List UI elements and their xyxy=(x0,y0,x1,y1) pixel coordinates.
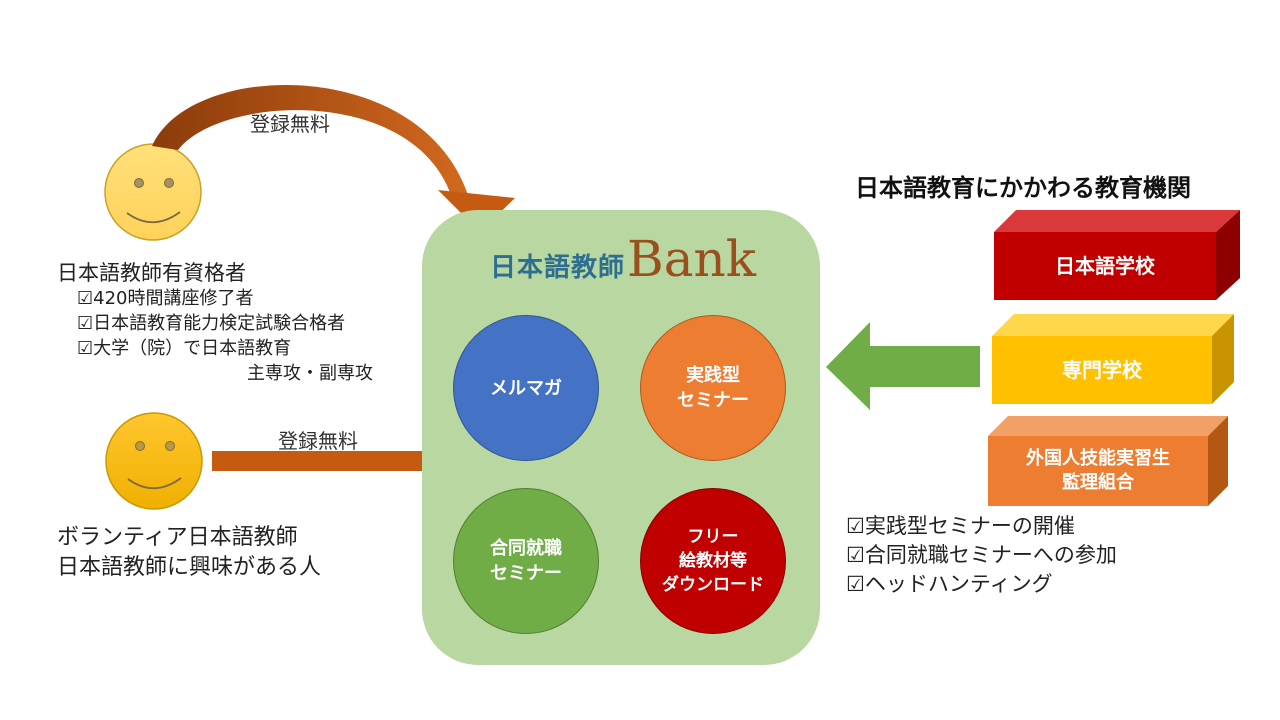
qualified-teachers-title: 日本語教師有資格者 xyxy=(57,261,246,285)
right-arrow-icon xyxy=(212,438,456,484)
qualification-list: ☑420時間講座修了者 ☑日本語教育能力検定試験合格者 ☑大学（院）で日本語教育… xyxy=(77,286,373,386)
volunteer-line: ボランティア日本語教師 xyxy=(57,525,298,550)
qualification-item: ☑大学（院）で日本語教育 xyxy=(77,338,292,359)
service-circle-practical-seminar: 実践型 セミナー xyxy=(640,315,786,461)
institution-label: 専門学校 xyxy=(1062,358,1142,382)
bank-title: 日本語教師 Bank xyxy=(438,230,808,294)
smiley-face-icon xyxy=(105,412,203,510)
qualification-item: 主専攻・副専攻 xyxy=(247,363,373,384)
arrow-label-free-registration: 登録無料 xyxy=(278,429,358,453)
service-circle-free-download: フリー 絵教材等 ダウンロード xyxy=(640,488,786,634)
bank-title-en: Bank xyxy=(626,230,757,288)
service-item: ☑実践型セミナーの開催 xyxy=(846,514,1075,538)
qualification-item: ☑420時間講座修了者 xyxy=(77,288,254,309)
box-japanese-school xyxy=(994,210,1240,300)
service-item: ☑合同就職セミナーへの参加 xyxy=(846,543,1117,567)
service-item: ☑ヘッドハンティング xyxy=(846,572,1053,596)
qualification-item: ☑日本語教育能力検定試験合格者 xyxy=(77,313,346,334)
volunteer-block: ボランティア日本語教師 日本語教師に興味がある人 xyxy=(57,523,321,583)
institution-label: 日本語学校 xyxy=(1055,254,1155,278)
service-circle-newsletter: メルマガ xyxy=(453,315,599,461)
box-vocational-school xyxy=(992,314,1234,404)
arrow-label-free-registration: 登録無料 xyxy=(250,112,330,136)
curved-arrow-icon xyxy=(152,84,515,232)
institutions-heading: 日本語教育にかかわる教育機関 xyxy=(855,173,1191,202)
left-arrow-icon xyxy=(826,322,980,410)
box-intern-union xyxy=(988,416,1228,506)
institution-label: 外国人技能実習生 監理組合 xyxy=(1026,448,1170,493)
smiley-face-icon xyxy=(104,143,202,241)
bank-title-jp: 日本語教師 xyxy=(489,253,625,283)
volunteer-line: 日本語教師に興味がある人 xyxy=(57,555,322,580)
institution-services-list: ☑実践型セミナーの開催 ☑合同就職セミナーへの参加 ☑ヘッドハンティング xyxy=(846,512,1117,599)
service-circle-job-fair: 合同就職 セミナー xyxy=(453,488,599,634)
